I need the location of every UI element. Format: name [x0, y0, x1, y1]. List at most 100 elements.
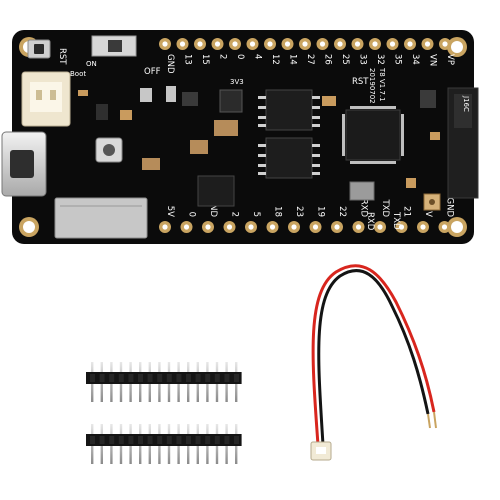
bottom-pin-label: 21: [402, 206, 412, 217]
top-pin-pad: [211, 38, 224, 50]
header-body-segment: [118, 436, 124, 444]
bottom-pin-pad: [395, 221, 408, 233]
bottom-pin-pad: [352, 221, 365, 233]
top-pin-label: 35: [393, 54, 403, 65]
boot-label: Boot: [70, 70, 86, 78]
bottom-pin-row: [159, 221, 451, 233]
top-pin-pad: [229, 38, 241, 50]
top-pin-label: VP: [445, 54, 455, 65]
header-body-segment: [166, 436, 172, 444]
top-pin-label: 32: [375, 54, 385, 65]
top-pin-label: 15: [200, 54, 210, 65]
header-body-segment: [157, 436, 163, 444]
top-pin-label: GND: [165, 54, 175, 74]
memory-chip-lower: [265, 137, 313, 179]
header-body-segment: [128, 436, 134, 444]
top-pin-pad: [281, 38, 294, 50]
antenna-code: J16C: [462, 95, 470, 112]
header-pin-strip-upper: [86, 362, 242, 402]
header-body-segment: [90, 374, 95, 382]
bottom-pin-label: 2: [230, 212, 240, 217]
top-pin-pad: [194, 38, 206, 50]
top-pin-label: 33: [358, 54, 368, 65]
header-body-segment: [157, 374, 163, 382]
black-wire: [317, 269, 430, 446]
header-body-segment: [176, 374, 182, 382]
header-body-segment: [99, 374, 105, 382]
bottom-pin-pad: [180, 221, 193, 233]
header-body-segment: [195, 436, 201, 444]
top-pin-pad: [386, 38, 399, 50]
bottom-pin-pad: [288, 221, 300, 233]
bottom-pin-pad: [331, 221, 343, 233]
bottom-pin-pad: [417, 221, 429, 233]
top-pin-label: 4: [253, 54, 263, 59]
top-pin-pad: [351, 38, 364, 50]
header-body-segment: [186, 374, 191, 382]
top-pin-pad: [299, 38, 311, 50]
header-plastic-body: [86, 434, 242, 446]
bottom-pin-pad: [159, 221, 171, 233]
bottom-pin-pad: [374, 221, 386, 233]
bottom-pin-label: 22: [337, 206, 347, 217]
version-label: T8 V1.7.1: [378, 67, 386, 102]
bottom-pin-label: GND: [208, 198, 218, 218]
bottom-pin-label: 5V: [165, 206, 175, 217]
bottom-pin-label: 19: [316, 206, 326, 217]
usb-uart-chip: [197, 175, 235, 207]
regulator-label: 3V3: [230, 78, 244, 86]
top-pin-label: 14: [288, 54, 298, 65]
top-pin-label: 2: [218, 54, 228, 59]
jst-jumper-cable: [310, 264, 437, 461]
passive-components: [78, 86, 440, 188]
header-plastic-body: [86, 372, 242, 384]
top-pin-pad: [264, 38, 276, 50]
bottom-pin-label: 5: [251, 212, 261, 217]
top-pin-pad: [439, 38, 451, 50]
switch-off-label: OFF: [144, 67, 161, 77]
esp32-chip: [345, 109, 401, 161]
red-wire: [311, 264, 436, 446]
top-pin-label: 34: [410, 54, 420, 65]
crystal-oscillator: [349, 181, 375, 201]
top-pin-pad: [159, 38, 171, 50]
bottom-pin-label: 0: [187, 212, 197, 217]
top-pin-pad: [316, 38, 329, 50]
header-body-segment: [224, 436, 230, 444]
header-body-segment: [109, 436, 115, 444]
top-pin-label: 25: [340, 54, 350, 65]
header-body-segment: [214, 436, 220, 444]
bottom-pin-label: RXD: [359, 199, 369, 218]
reset-label: RST: [57, 48, 67, 65]
bottom-pin-pad: [309, 221, 322, 233]
top-pin-label: 0: [235, 54, 245, 59]
date-label: 20190702: [368, 68, 376, 104]
header-body-segment: [147, 374, 153, 382]
bottom-pin-label: GND: [445, 198, 455, 218]
esp32-chip-pins: [342, 106, 404, 164]
top-pin-label: 12: [270, 54, 280, 65]
top-pin-label: 27: [305, 54, 315, 65]
bottom-pin-pad: [202, 221, 214, 233]
header-body-segment: [109, 374, 115, 382]
voltage-regulator: [219, 89, 243, 113]
header-body-segment: [138, 436, 143, 444]
header-body-segment: [166, 374, 172, 382]
bottom-pin-pad: [266, 221, 279, 233]
top-pin-pad: [404, 38, 416, 50]
memory-chip-upper: [265, 89, 313, 131]
header-body-segment: [176, 436, 182, 444]
chip-pins: [258, 96, 320, 175]
header-body-segment: [234, 436, 239, 444]
header-body-segment: [138, 374, 143, 382]
top-pin-label: 13: [183, 54, 193, 65]
header-body-segment: [118, 374, 124, 382]
switch-on-label: ON: [86, 60, 97, 68]
bottom-pin-label: 3V: [423, 206, 433, 217]
top-pin-pad: [334, 38, 346, 50]
sd-card-slot: [54, 197, 148, 239]
header-body-segment: [214, 374, 220, 382]
